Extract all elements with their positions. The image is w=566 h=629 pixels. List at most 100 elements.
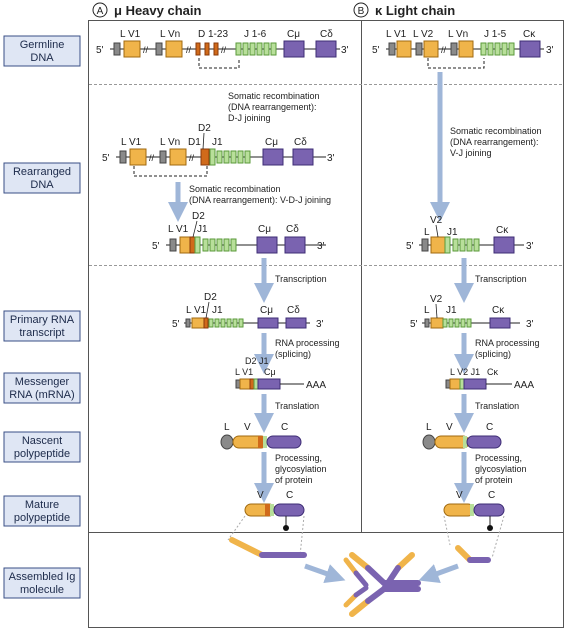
svg-text:V: V — [446, 422, 453, 433]
svg-text:D2: D2 — [198, 123, 211, 134]
heavy-germline-dna: 5' // // // 3' L V1 L Vn D 1-23 J 1-6 Cμ… — [96, 29, 349, 69]
heavy-dj-joining-label: Somatic recombination (DNA rearrangement… — [228, 91, 320, 123]
svg-text:5': 5' — [410, 319, 418, 330]
svg-text:3': 3' — [546, 45, 554, 56]
arrow-assembly-light — [418, 563, 459, 583]
svg-text:5': 5' — [152, 241, 160, 252]
light-mature-polypeptide: V C — [443, 490, 505, 531]
label-translation-light: Translation — [475, 401, 519, 411]
leader-segment — [155, 42, 163, 56]
svg-text:3': 3' — [526, 319, 534, 330]
light-mrna: AAA L V2 J1 Cκ — [445, 367, 534, 391]
svg-text:Cκ: Cκ — [492, 305, 505, 316]
svg-text:3': 3' — [526, 241, 534, 252]
svg-text:C: C — [281, 422, 288, 433]
svg-text:L: L — [224, 422, 230, 433]
label-j1-6: J 1-6 — [244, 29, 267, 40]
panel-header-heavy: A μ Heavy chain — [92, 2, 201, 18]
panel-marker-a — [92, 2, 108, 18]
label-lvn: L Vn — [160, 29, 180, 40]
svg-text:V2: V2 — [430, 215, 443, 226]
svg-text:Cμ: Cμ — [260, 305, 273, 316]
svg-text:glycosylation: glycosylation — [475, 464, 527, 474]
svg-text:(DNA rearrangement):: (DNA rearrangement): — [450, 137, 539, 147]
stage-nascent-polypeptide: Nascent polypeptide — [3, 431, 81, 463]
svg-text:L V1: L V1 — [168, 224, 189, 235]
svg-text:V: V — [244, 422, 251, 433]
svg-text:Cδ: Cδ — [287, 305, 300, 316]
stage-assembled-ig-molecule: Assembled Ig molecule — [3, 567, 81, 599]
label-transcription-light: Transcription — [475, 274, 527, 284]
svg-text:(splicing): (splicing) — [275, 349, 311, 359]
svg-text:L V1: L V1 — [235, 367, 253, 377]
svg-text:J1: J1 — [446, 305, 457, 316]
svg-text:L V2 J1: L V2 J1 — [450, 367, 480, 377]
v-segment — [165, 40, 183, 58]
svg-text:Cδ: Cδ — [294, 137, 307, 148]
svg-text:3': 3' — [327, 153, 335, 164]
j-segments — [235, 42, 277, 56]
d-segment — [204, 42, 210, 56]
svg-text:(splicing): (splicing) — [475, 349, 511, 359]
stage-label-line2: RNA (mRNA) — [9, 389, 74, 401]
stage-primary-rna-transcript: Primary RNA transcript — [3, 310, 81, 342]
label-processing-light: Processing, glycosylation of protein — [475, 453, 527, 485]
label-d1-23: D 1-23 — [198, 29, 228, 40]
svg-text:L V2: L V2 — [413, 29, 434, 40]
svg-text:(DNA rearrangement): V-D-J joi: (DNA rearrangement): V-D-J joining — [189, 195, 331, 205]
light-chain-fragment — [455, 545, 491, 563]
svg-text:AAA: AAA — [306, 380, 326, 391]
svg-text:J 1-5: J 1-5 — [484, 29, 507, 40]
svg-text:Processing,: Processing, — [275, 453, 322, 463]
svg-text:D-J joining: D-J joining — [228, 113, 271, 123]
svg-text:3': 3' — [316, 319, 324, 330]
svg-text:Somatic recombination: Somatic recombination — [450, 126, 542, 136]
break-mark: // — [186, 45, 192, 55]
svg-text://: // — [149, 153, 155, 163]
v-segment — [123, 40, 141, 58]
panel-title-heavy: μ Heavy chain — [114, 3, 201, 18]
heavy-vdj-rearranged-dna: 5' 3' D2 L V1 J1 Cμ Cδ — [152, 211, 326, 254]
svg-text:J1: J1 — [212, 305, 223, 316]
heavy-dj-rearranged-dna: 5' // // 3' L V1 L Vn D2 D1 J1 Cμ Cδ — [102, 123, 335, 177]
svg-text:D2: D2 — [192, 211, 205, 222]
svg-text:Cδ: Cδ — [286, 224, 299, 235]
label-translation-heavy: Translation — [275, 401, 319, 411]
five-prime-end: 5' — [96, 45, 104, 56]
svg-text:5': 5' — [172, 319, 180, 330]
svg-text:3': 3' — [317, 241, 325, 252]
heavy-vdj-joining-label: Somatic recombination (DNA rearrangement… — [189, 184, 331, 205]
three-prime-end: 3' — [341, 45, 349, 56]
svg-text:Cμ: Cμ — [258, 224, 271, 235]
break-mark: // — [221, 45, 227, 55]
heavy-mature-polypeptide: V C — [244, 490, 305, 531]
svg-text:V-J joining: V-J joining — [450, 148, 492, 158]
svg-text:L Vn: L Vn — [448, 29, 468, 40]
panel-marker-b — [353, 2, 369, 18]
light-vj-joining-label: Somatic recombination (DNA rearrangement… — [450, 126, 542, 158]
svg-text:Cκ: Cκ — [496, 225, 509, 236]
svg-text:Processing,: Processing, — [475, 453, 522, 463]
svg-text:L: L — [426, 422, 432, 433]
stage-label-line2: DNA — [30, 52, 54, 64]
label-lv1: L V1 — [120, 29, 141, 40]
svg-text:V2: V2 — [430, 294, 443, 305]
svg-text:Cκ: Cκ — [523, 29, 536, 40]
c-mu-segment — [283, 40, 305, 58]
assembly-guides — [227, 515, 505, 559]
svg-text:Cμ: Cμ — [264, 367, 276, 377]
stage-messenger-rna: Messenger RNA (mRNA) — [3, 372, 81, 404]
stage-label-line2: molecule — [20, 584, 64, 596]
svg-text:J1: J1 — [447, 227, 458, 238]
light-primary-rna: 5' 3' V2 L J1 Cκ — [410, 294, 534, 330]
light-germline-dna: 5' // 3' L V1 L V2 L Vn J 1-5 Cκ — [372, 29, 554, 69]
svg-text:L Vn: L Vn — [160, 137, 180, 148]
figure-frame — [88, 20, 564, 628]
svg-text:5': 5' — [406, 241, 414, 252]
svg-text:L: L — [424, 227, 430, 238]
stage-label-line1: Primary RNA — [10, 314, 75, 326]
svg-text:D1: D1 — [188, 137, 201, 148]
svg-text:Somatic recombination: Somatic recombination — [189, 184, 281, 194]
label-c-mu: Cμ — [287, 29, 300, 40]
